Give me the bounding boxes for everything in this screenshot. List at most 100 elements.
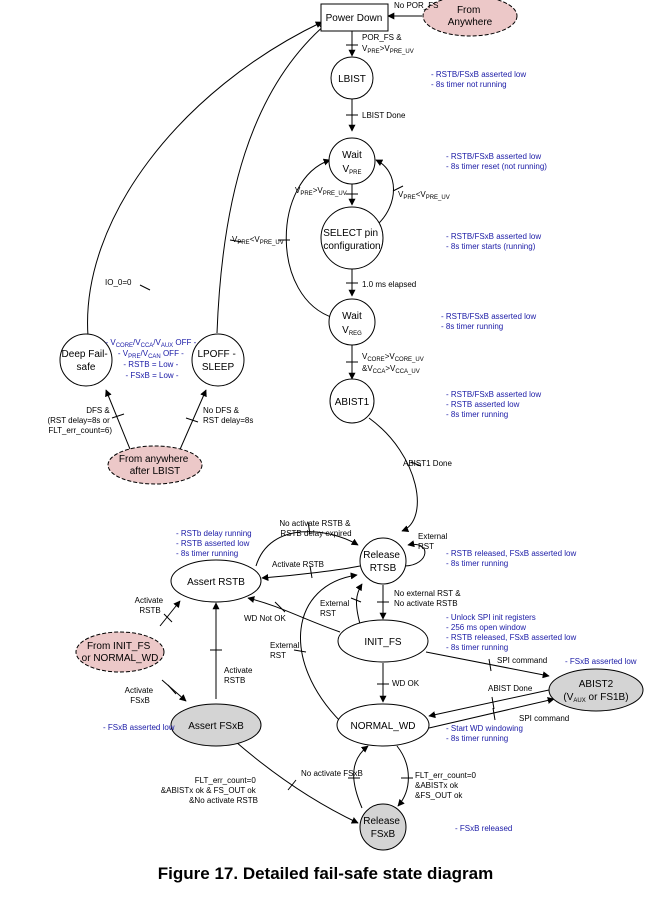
assert-rstb-label: Assert RSTB [187, 577, 245, 588]
wait-vreg-sub: VREG [342, 325, 362, 337]
normal-wd-to-abist2-arrow [428, 697, 555, 729]
label-abist-done: ABIST Done [488, 684, 533, 693]
state-release-rstb: Release RTSB [359, 537, 407, 585]
state-power-down: Power Down [320, 3, 389, 32]
label-vpre-lt-right: VPRE<VPRE_UV [398, 190, 450, 201]
label-vcore: VCORE>VCORE_UV [362, 352, 424, 363]
label-vpre-lt-left: VPRE<VPRE_UV [232, 235, 284, 246]
note-abist1: - RSTB/FSxB asserted low - RSTB asserted… [446, 390, 543, 419]
abist2-to-normal-wd-arrow [428, 689, 550, 719]
abist1-label: ABIST1 [335, 397, 370, 408]
abist2-sub: (VAUX or FS1B) [563, 692, 628, 704]
release-fsxb-label: Release FSxB [363, 816, 402, 840]
lpoff-to-power-down-arrow [216, 23, 327, 334]
label-elapsed: 1.0 ms elapsed [362, 280, 416, 289]
from-init-label: From INIT_FS or NORMAL_WD [82, 641, 159, 664]
lpoff-label: LPOFF - SLEEP [197, 349, 238, 373]
note-assert-rstb: - RSTb delay running - RSTB asserted low… [176, 529, 254, 558]
state-wait-vreg: Wait VREG [328, 298, 376, 346]
init-fs-to-release-rstb-arrow [355, 583, 363, 625]
label-vpre-gt: VPRE>VPRE_UV [295, 186, 347, 197]
label-vcca: &VCCA>VCCA_UV [362, 364, 420, 375]
deep-failsafe-label: Deep Fail- safe [62, 349, 111, 373]
deep-failsafe-to-power-down-arrow [87, 21, 323, 337]
state-notes: - RSTB/FSxB asserted low - 8s timer not … [103, 70, 637, 833]
label-activate-rstb-mid: Activate RSTB [224, 666, 255, 685]
label-io-0: IO_0=0 [105, 278, 132, 287]
note-normal-wd: - Start WD windowing - 8s timer running [446, 724, 525, 743]
from-init-to-assert-rstb-arrow [159, 600, 181, 627]
label-spi-command-top: SPI command [497, 656, 547, 665]
from-init-to-assert-fsxb-arrow [161, 679, 187, 702]
release-rstb-to-assert-rstb-arrow [261, 565, 361, 581]
state-abist2: ABIST2 (VAUX or FS1B) [548, 668, 644, 712]
from-anywhere-label: From Anywhere [448, 5, 493, 28]
label-no-activate-fsxb: No activate FSxB [301, 769, 363, 778]
label-flt-left: FLT_err_count=0 &ABISTx ok & FS_OUT ok &… [161, 776, 258, 805]
state-release-fsxb: Release FSxB [359, 803, 407, 851]
wait-vpre-sub: VPRE [342, 164, 361, 176]
label-wd-ok: WD OK [392, 679, 420, 688]
label-no-activate-rstb: No activate RSTB & RSTB delay expired [279, 519, 352, 538]
release-fsxb-to-normal-wd-arrow [353, 745, 369, 809]
lbist-label: LBIST [338, 74, 366, 85]
note-release-fsxb: - FSxB released [455, 824, 512, 833]
label-no-external-rst: No external RST & No activate RSTB [394, 589, 463, 608]
label-por-fs: POR_FS & [362, 33, 402, 42]
label-external-rst-mid: External RST [320, 599, 352, 618]
wait-vreg-label: Wait [342, 311, 362, 322]
label-activate-rstb-left: Activate RSTB [135, 596, 166, 615]
figure-caption: Figure 17. Detailed fail-safe state diag… [157, 864, 494, 883]
normal-wd-to-release-rstb-arrow [300, 572, 358, 723]
label-abist1-done: ABIST1 Done [403, 459, 452, 468]
label-no-por-fs: No POR_FS [394, 1, 438, 10]
init-fs-to-abist2-arrow [425, 651, 550, 679]
transition-tick-marks [111, 44, 496, 791]
label-external-rst-loop: External RST [418, 532, 450, 551]
select-to-wait-vpre-arrow [375, 159, 394, 225]
wait-vreg-to-wait-vpre-arrow [285, 158, 335, 319]
state-from-anywhere: From Anywhere [422, 0, 518, 37]
state-wait-vpre: Wait VPRE [328, 137, 376, 185]
label-por-fs-cond: VPRE>VPRE_UV [362, 44, 414, 55]
wait-vpre-label: Wait [342, 150, 362, 161]
assert-rstb-to-release-rstb-arrow [255, 531, 359, 567]
note-select: - RSTB/FSxB asserted low - 8s timer star… [446, 232, 543, 251]
init-fs-to-assert-rstb-arrow [247, 596, 341, 633]
note-deep-failsafe: - VCORE/VCCA/VAUX OFF - - VPRE/VCAN OFF … [105, 338, 198, 380]
label-lbist-done: LBIST Done [362, 111, 406, 120]
note-lbist: - RSTB/FSxB asserted low - 8s timer not … [431, 70, 528, 89]
from-anywhere-lbist-label: From anywhere after LBIST [119, 454, 191, 477]
abist1-to-release-rstb-arrow [368, 417, 418, 532]
release-rstb-label: Release RTSB [363, 550, 402, 574]
state-abist1: ABIST1 [329, 378, 375, 424]
state-from-anywhere-after-lbist: From anywhere after LBIST [107, 445, 203, 485]
state-lbist: LBIST [330, 56, 374, 100]
state-init-fs: INIT_FS [337, 619, 429, 663]
transition-labels: No POR_FS POR_FS & VPRE>VPRE_UV LBIST Do… [47, 1, 569, 805]
power-down-label: Power Down [326, 13, 383, 24]
normal-wd-label: NORMAL_WD [350, 721, 415, 732]
state-deep-failsafe: Deep Fail- safe [59, 333, 113, 387]
note-wait-vpre: - RSTB/FSxB asserted low - 8s timer rese… [446, 152, 547, 171]
label-wd-not-ok: WD Not OK [244, 614, 286, 623]
state-select-pin-configuration: SELECT pin configuration [320, 206, 384, 270]
note-wait-vreg: - RSTB/FSxB asserted low - 8s timer runn… [441, 312, 538, 331]
assert-fsxb-label: Assert FSxB [188, 721, 244, 732]
release-rstb-self-loop-arrow [404, 540, 426, 567]
from-lbist-to-lpoff-arrow [177, 389, 207, 455]
label-activate-fsxb: Activate FSxB [125, 686, 156, 705]
label-spi-command-bottom: SPI command [519, 714, 569, 723]
note-init-fs: - Unlock SPI init registers - 256 ms ope… [446, 613, 579, 652]
note-abist2: - FSxB asserted low [565, 657, 637, 666]
state-assert-fsxb: Assert FSxB [170, 703, 262, 747]
note-assert-fsxb: - FSxB asserted low [103, 723, 175, 732]
label-dfs: DFS & (RST delay=8s or FLT_err_count=6) [47, 406, 112, 435]
from-lbist-to-deep-failsafe-arrow [105, 389, 133, 455]
label-activate-rstb-top: Activate RSTB [272, 560, 324, 569]
assert-fsxb-to-release-fsxb-arrow [235, 741, 359, 824]
label-external-rst-left: External RST [270, 641, 302, 660]
state-lpoff-sleep: LPOFF - SLEEP [191, 333, 245, 387]
transition-lines [87, 12, 555, 824]
